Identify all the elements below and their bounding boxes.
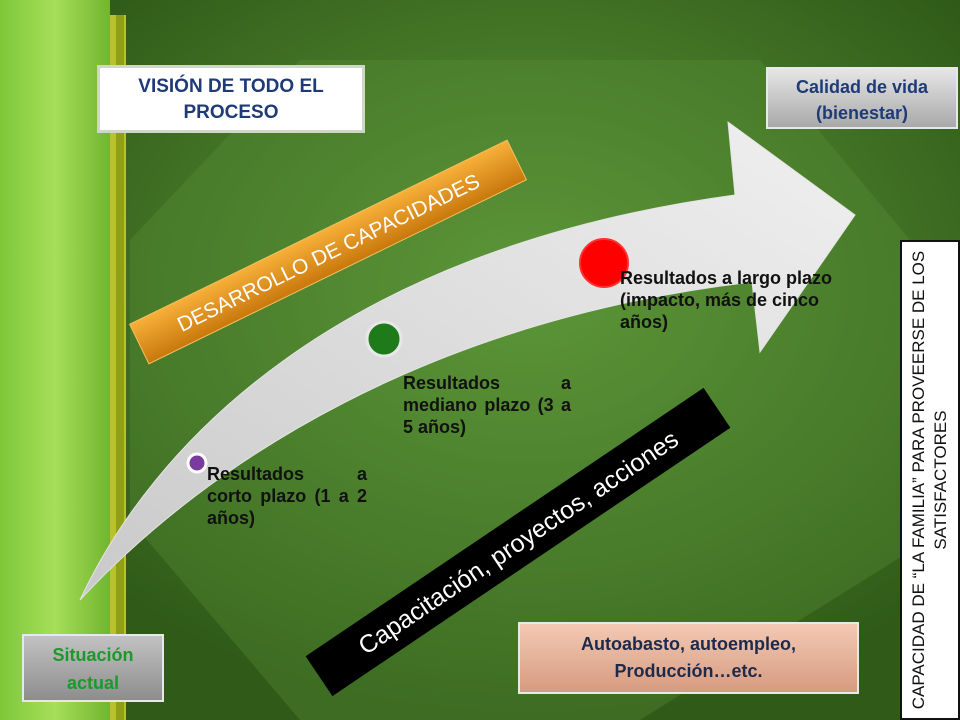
autoabasto-label: Autoabasto, autoempleo, Producción…etc. [580, 634, 796, 681]
dot-mediano-plazo [365, 320, 403, 358]
resultado-largo: Resultados a largo plazo (impacto, más d… [620, 268, 833, 332]
capacidad-label: CAPACIDAD DE “LA FAMILIA” PARA PROVEERSE… [909, 250, 950, 710]
resultado-mediano: Resultados a mediano plazo (3 a 5 años) [403, 373, 571, 437]
situacion-box: Situación actual [22, 634, 164, 702]
capacitacion-banner [305, 387, 731, 697]
resultado-corto: Resultados a corto plazo (1 a 2 años) [207, 464, 367, 528]
dot-largo-plazo [579, 238, 629, 288]
vision-box: VISIÓN DE TODO EL PROCESO [97, 65, 365, 133]
capacidad-box: CAPACIDAD DE “LA FAMILIA” PARA PROVEERSE… [900, 240, 960, 720]
situacion-label: Situación actual [52, 645, 134, 693]
calidad-label: Calidad de vida (bienestar) [795, 77, 929, 123]
dot-corto-plazo [186, 452, 208, 474]
autoabasto-box: Autoabasto, autoempleo, Producción…etc. [518, 622, 859, 694]
calidad-box: Calidad de vida (bienestar) [766, 67, 958, 129]
growth-arrow [79, 120, 856, 601]
vision-label: VISIÓN DE TODO EL PROCESO [138, 76, 324, 123]
desarrollo-banner [128, 139, 528, 365]
